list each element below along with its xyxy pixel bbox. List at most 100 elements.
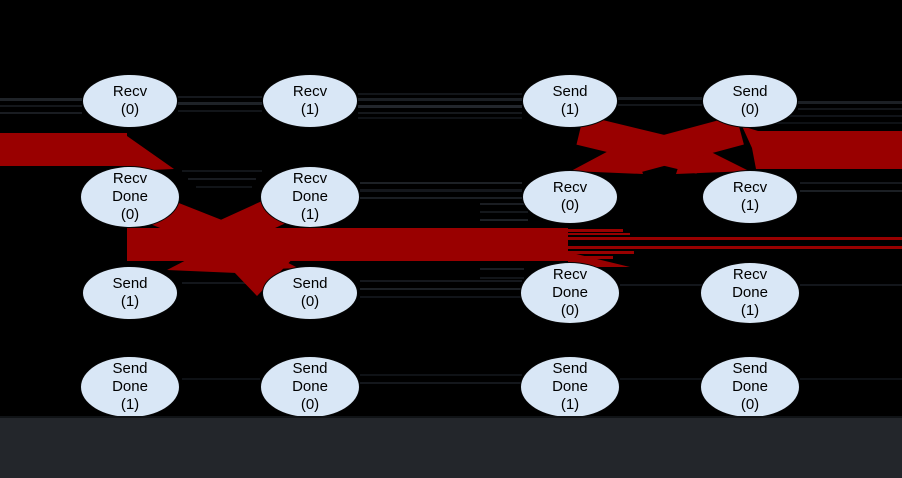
node-senddone-0-right: Send Done (0) bbox=[700, 356, 800, 418]
node-label-line: (0) bbox=[740, 396, 760, 413]
edge-long-band-thin-line bbox=[568, 237, 902, 240]
edge-streak bbox=[800, 190, 902, 192]
edge-streak bbox=[360, 382, 522, 384]
node-label-line: (0) bbox=[300, 396, 320, 413]
node-label-line: Recv bbox=[552, 179, 588, 196]
node-label-line: Send bbox=[732, 360, 768, 377]
node-label-line: Done bbox=[552, 284, 588, 301]
edge-streak bbox=[0, 105, 82, 107]
edge-streak bbox=[358, 98, 522, 101]
bottom-panel-bar bbox=[0, 416, 902, 478]
edge-streak bbox=[798, 108, 902, 110]
node-label-line: Recv bbox=[292, 83, 328, 100]
node-label-line: Recv bbox=[732, 266, 768, 283]
node-label-line: Done bbox=[292, 188, 328, 205]
node-label-line: (1) bbox=[300, 101, 320, 118]
edge-streak bbox=[0, 98, 82, 101]
edge-streak bbox=[800, 378, 902, 380]
edge-streak bbox=[480, 277, 524, 279]
node-senddone-0-left: Send Done (0) bbox=[260, 356, 360, 418]
node-label-line: (1) bbox=[120, 293, 140, 310]
node-recvdone-0-right: Recv Done (0) bbox=[520, 262, 620, 324]
edge-streak bbox=[618, 104, 702, 106]
faint-edge-streaks bbox=[0, 93, 902, 384]
edge-streak bbox=[620, 378, 702, 380]
edge-long-band bbox=[127, 228, 568, 261]
edge-streak bbox=[178, 110, 262, 112]
edge-streak bbox=[0, 112, 82, 114]
node-send-1-right: Send (1) bbox=[522, 74, 618, 128]
edge-streak bbox=[182, 282, 260, 284]
node-senddone-1-right: Send Done (1) bbox=[520, 356, 620, 418]
edge-send0-arrowhead bbox=[571, 139, 643, 174]
edge-streak bbox=[360, 189, 522, 192]
edge-streak bbox=[760, 115, 902, 117]
edge-send0-to-recv0 bbox=[628, 115, 744, 174]
node-label-line: (1) bbox=[740, 302, 760, 319]
edge-long-band-fringe bbox=[568, 229, 623, 232]
node-label-line: Recv bbox=[552, 266, 588, 283]
node-recvdone-0-left: Recv Done (0) bbox=[80, 166, 180, 228]
edge-streak bbox=[178, 102, 262, 105]
edge-streak bbox=[358, 93, 522, 95]
edge-long-band-thin-line bbox=[568, 246, 902, 249]
node-label-line: (0) bbox=[740, 101, 760, 118]
node-label-line: Send bbox=[552, 360, 588, 377]
node-label-line: (1) bbox=[120, 396, 140, 413]
node-label-line: Send bbox=[112, 360, 148, 377]
edge-streak bbox=[480, 268, 524, 270]
node-label-line: (0) bbox=[120, 101, 140, 118]
edge-streak bbox=[480, 211, 528, 213]
edge-long-band-fringe bbox=[568, 251, 634, 254]
node-label-line: Done bbox=[292, 378, 328, 395]
edge-streak bbox=[360, 182, 522, 184]
node-label-line: (1) bbox=[740, 197, 760, 214]
node-label-line: Recv bbox=[112, 83, 148, 100]
edge-streak bbox=[618, 97, 702, 100]
edge-streak bbox=[182, 378, 260, 380]
node-label-line: (0) bbox=[560, 197, 580, 214]
node-send-0-right: Send (0) bbox=[702, 74, 798, 128]
node-recvdone-1-right: Recv Done (1) bbox=[700, 262, 800, 324]
edge-offleft-arrowhead bbox=[127, 136, 174, 171]
edge-streak bbox=[766, 122, 902, 124]
node-label-line: Done bbox=[732, 284, 768, 301]
edge-streak bbox=[800, 182, 902, 184]
node-label-line: (0) bbox=[120, 206, 140, 223]
edge-streak bbox=[360, 296, 522, 298]
edge-offleft-to-recvdone0 bbox=[0, 133, 127, 166]
node-recv-1-right: Recv (1) bbox=[702, 170, 798, 224]
edge-streak bbox=[800, 284, 902, 286]
node-recv-0-left: Recv (0) bbox=[82, 74, 178, 128]
node-send-1-left: Send (1) bbox=[82, 266, 178, 320]
edge-streak bbox=[358, 117, 522, 119]
edge-streak bbox=[178, 96, 262, 98]
edge-streak bbox=[358, 112, 522, 114]
node-label-line: Send bbox=[112, 275, 148, 292]
edge-send0-to-offright bbox=[742, 126, 902, 169]
node-label-line: (0) bbox=[560, 302, 580, 319]
node-label-line: (1) bbox=[560, 101, 580, 118]
node-label-line: Done bbox=[112, 188, 148, 205]
edge-streak bbox=[798, 101, 902, 104]
edge-streak bbox=[196, 186, 252, 188]
node-label-line: (1) bbox=[300, 206, 320, 223]
edge-streak bbox=[620, 284, 702, 286]
edge-long-band-fringe bbox=[568, 233, 630, 235]
node-label-line: Send bbox=[292, 360, 328, 377]
node-label-line: Send bbox=[732, 83, 768, 100]
node-recv-0-right: Recv (0) bbox=[522, 170, 618, 224]
node-label-line: Recv bbox=[292, 170, 328, 187]
node-recv-1-left: Recv (1) bbox=[262, 74, 358, 128]
node-label-line: Recv bbox=[732, 179, 768, 196]
edge-streak bbox=[480, 203, 528, 205]
node-recvdone-1-left: Recv Done (1) bbox=[260, 166, 360, 228]
node-label-line: (1) bbox=[560, 396, 580, 413]
edge-streak bbox=[358, 105, 522, 108]
node-label-line: Send bbox=[292, 275, 328, 292]
node-senddone-1-left: Send Done (1) bbox=[80, 356, 180, 418]
edge-streak bbox=[360, 374, 522, 376]
edge-streak bbox=[182, 170, 262, 172]
node-send-0-left: Send (0) bbox=[262, 266, 358, 320]
